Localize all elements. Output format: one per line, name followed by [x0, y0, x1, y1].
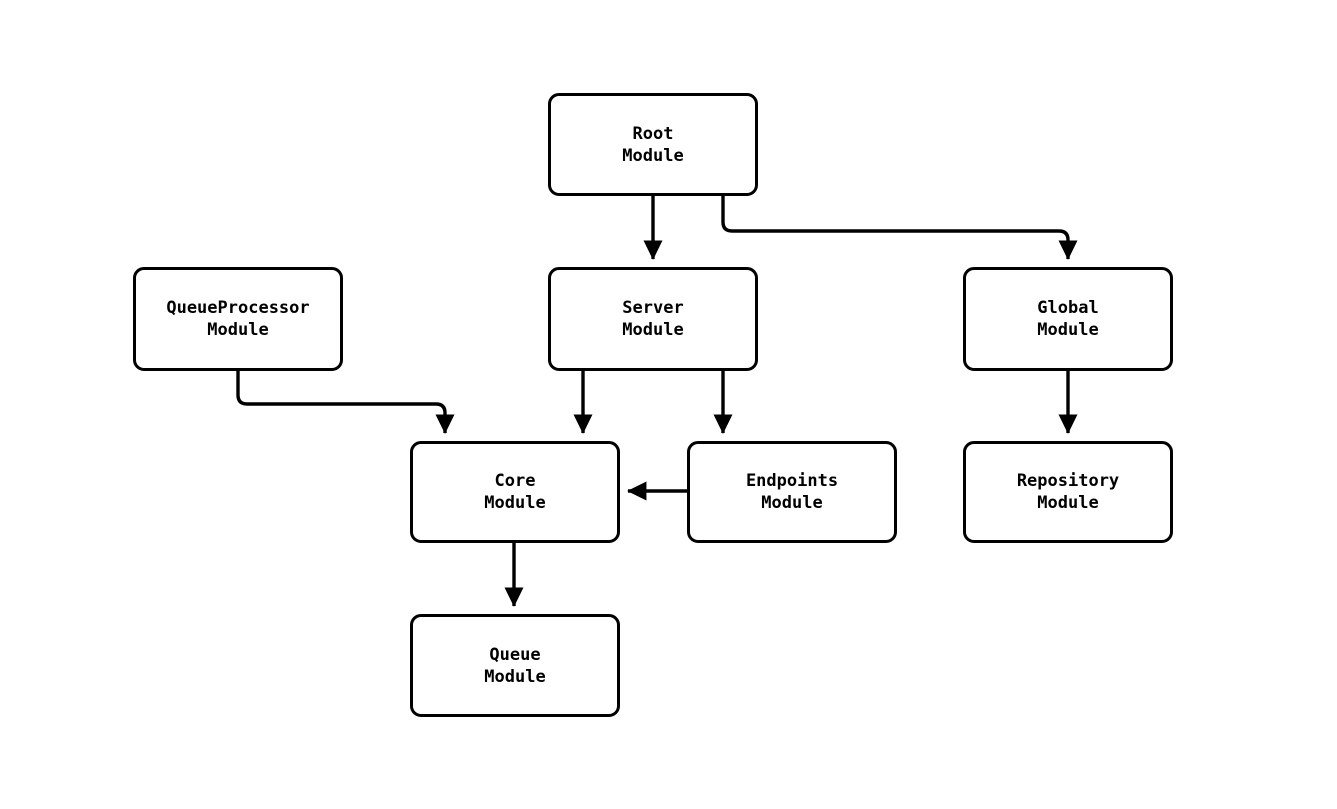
- node-server-module-line1: Server: [622, 298, 684, 318]
- node-repository-module[interactable]: Repository Module: [963, 441, 1173, 543]
- node-global-module-line1: Global: [1037, 298, 1099, 318]
- node-core-module-line2: Module: [484, 493, 546, 513]
- edge-root-to-global: [721, 196, 1078, 260]
- node-root-module-line1: Root: [632, 123, 674, 144]
- node-repository-module-line2: Module: [1037, 493, 1099, 513]
- node-root-module-line2: Module: [622, 145, 684, 166]
- node-global-module-line2: Module: [1037, 320, 1099, 340]
- node-endpoints-module-line2: Module: [761, 493, 823, 513]
- edge-queueprocessor-to-core: [236, 371, 455, 434]
- node-queueprocessor-module-line2: Module: [207, 320, 269, 340]
- node-server-module[interactable]: Server Module: [548, 267, 758, 371]
- node-endpoints-module-line1: Endpoints: [745, 471, 839, 491]
- node-repository-module-line1: Repository: [1016, 471, 1120, 491]
- node-queue-module-line2: Module: [484, 666, 546, 687]
- node-server-module-line2: Module: [622, 320, 684, 340]
- node-queueprocessor-module-line1: QueueProcessor: [166, 298, 310, 318]
- node-global-module[interactable]: Global Module: [963, 267, 1173, 371]
- node-core-module[interactable]: Core Module: [410, 441, 620, 543]
- node-queueprocessor-module[interactable]: QueueProcessor Module: [133, 267, 343, 371]
- node-queue-module[interactable]: Queue Module: [410, 614, 620, 717]
- node-root-module[interactable]: Root Module: [548, 93, 758, 196]
- node-endpoints-module[interactable]: Endpoints Module: [687, 441, 897, 543]
- node-queue-module-line1: Queue: [489, 644, 541, 665]
- node-core-module-line1: Core: [494, 471, 536, 491]
